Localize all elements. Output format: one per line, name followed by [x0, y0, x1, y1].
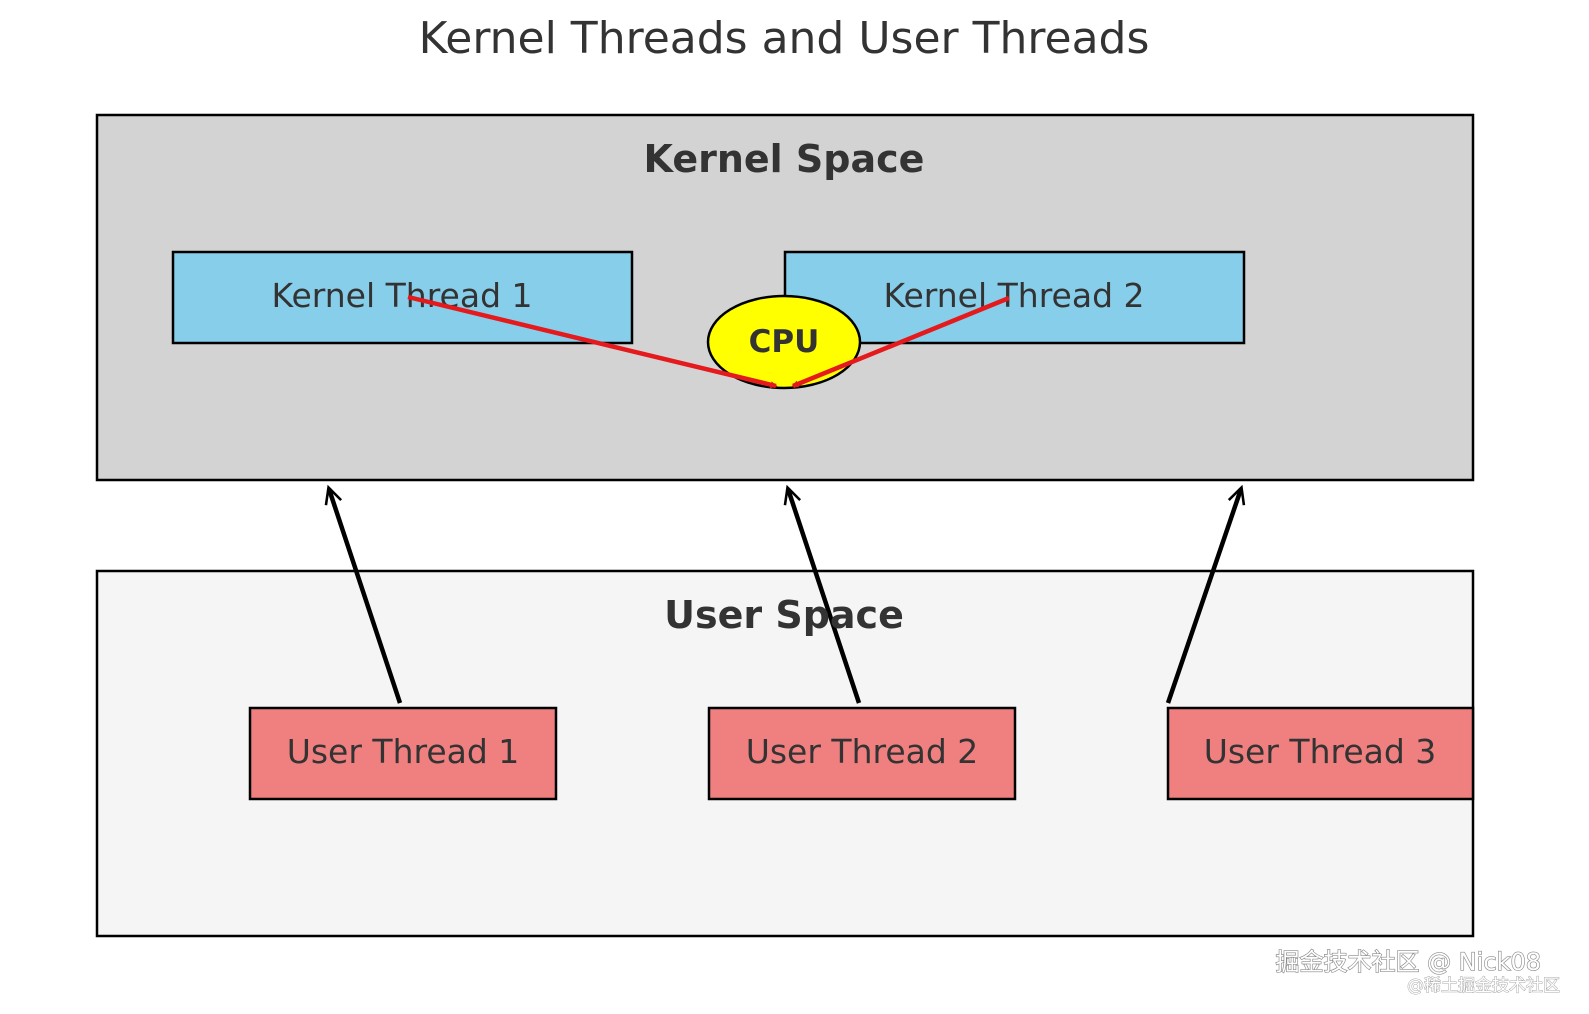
arrow-user-thread-3-to-kernel	[1165, 484, 1246, 704]
arrow-kernel-thread-2-to-cpu	[791, 295, 1010, 389]
arrow-kernel-thread-1-to-cpu	[407, 294, 778, 389]
cpu-node: CPU	[706, 294, 862, 390]
user-space-label: User Space	[664, 593, 904, 637]
user-thread-2-box	[707, 706, 1017, 801]
arrow-user-thread-2-to-kernel	[783, 484, 862, 704]
watermark-line-1: 掘金技术社区 @ Nick08	[1275, 948, 1541, 976]
user-thread-3: User Thread 3	[1166, 706, 1475, 801]
user-thread-1-label: User Thread 1	[287, 732, 520, 771]
cpu-label: CPU	[749, 324, 820, 360]
diagram-title: Kernel Threads and User Threads	[419, 13, 1150, 64]
user-thread-2: User Thread 2	[707, 706, 1017, 801]
kernel-thread-1-box	[171, 250, 634, 345]
user-thread-2-label: User Thread 2	[746, 732, 979, 771]
kernel-thread-2: Kernel Thread 2	[783, 250, 1246, 345]
kernel-thread-1: Kernel Thread 1	[171, 250, 634, 345]
kernel-thread-2-box	[783, 250, 1246, 345]
user-thread-1: User Thread 1	[248, 706, 558, 801]
arrow-user-thread-1-to-kernel	[324, 484, 403, 704]
watermark-line-2: @稀土掘金技术社区	[1407, 976, 1560, 996]
user-thread-1-box	[248, 706, 558, 801]
user-thread-3-label: User Thread 3	[1204, 732, 1437, 771]
cpu-ellipse	[706, 294, 862, 390]
user-thread-3-box	[1166, 706, 1475, 801]
kernel-space-label: Kernel Space	[644, 137, 925, 181]
kernel-thread-1-label: Kernel Thread 1	[271, 276, 532, 315]
kernel-thread-2-label: Kernel Thread 2	[883, 276, 1144, 315]
